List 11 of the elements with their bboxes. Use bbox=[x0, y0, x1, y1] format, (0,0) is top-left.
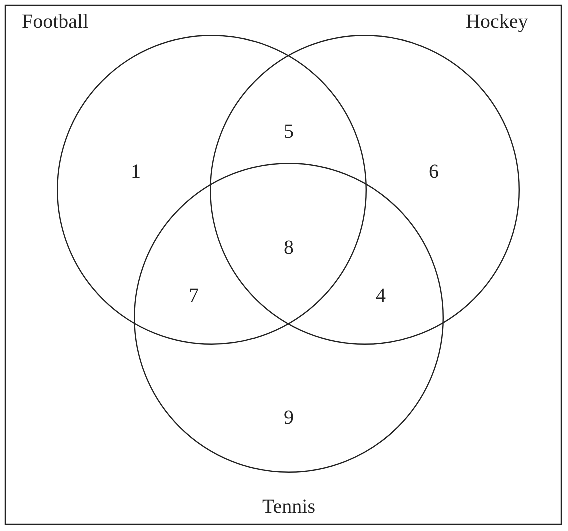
region-count: 9 bbox=[284, 406, 294, 430]
region-count: 7 bbox=[189, 284, 199, 308]
region-count: 8 bbox=[284, 236, 294, 260]
set-label: Tennis bbox=[262, 495, 316, 519]
region-count: 6 bbox=[429, 160, 439, 184]
region-count: 4 bbox=[376, 284, 386, 308]
set-label: Football bbox=[22, 10, 89, 34]
region-count: 5 bbox=[284, 120, 294, 144]
region-count: 1 bbox=[131, 160, 141, 184]
universal-set-rectangle bbox=[5, 5, 562, 525]
set-label: Hockey bbox=[466, 10, 528, 34]
